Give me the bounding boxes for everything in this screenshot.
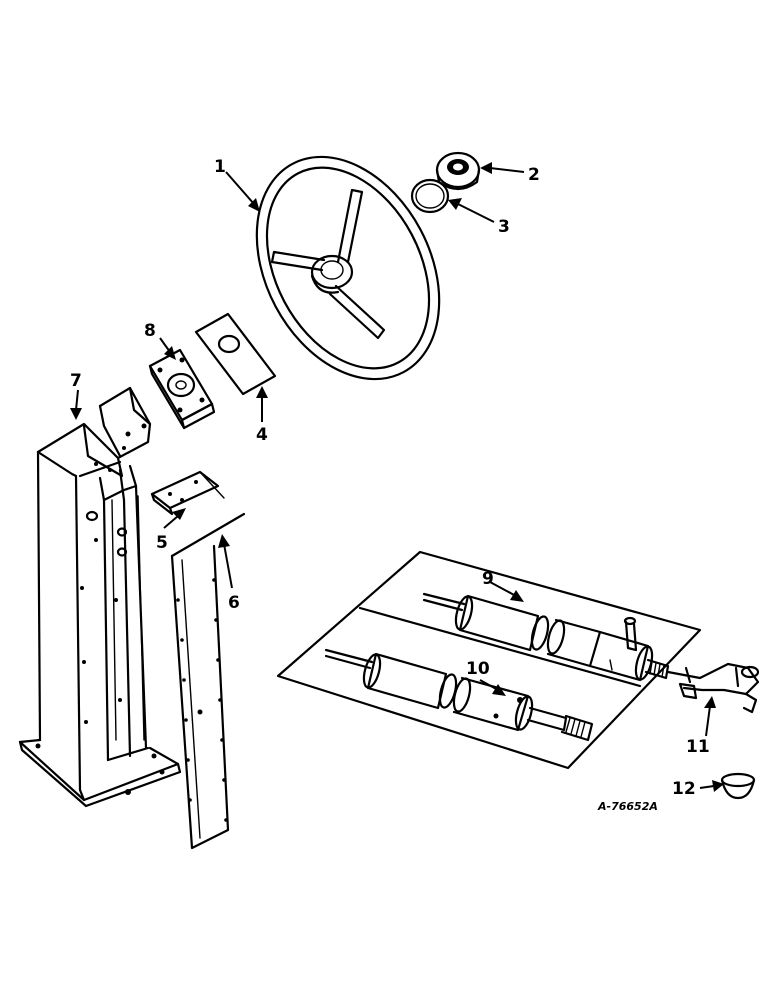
steering-cylinder-upper (422, 592, 670, 682)
callout-6: 6 (228, 593, 240, 613)
steering-column-support (18, 386, 182, 808)
callout-11: 11 (686, 737, 710, 757)
callout-2: 2 (528, 165, 540, 185)
dust-cap (720, 772, 756, 800)
callout-5: 5 (156, 533, 168, 553)
steering-wheel (255, 155, 441, 381)
leader-arrows (70, 162, 724, 792)
callout-3: 3 (498, 217, 510, 237)
steering-cylinder-lower (324, 648, 594, 742)
small-mounting-plate (150, 470, 225, 516)
callout-8: 8 (144, 321, 156, 341)
bearing-mounting-plate (148, 348, 216, 430)
horn-button-cap (435, 151, 481, 191)
retaining-ring (410, 178, 450, 214)
cylinder-panel (276, 550, 702, 770)
callout-12: 12 (672, 779, 696, 799)
drawing-reference-code: A-76652A (597, 800, 658, 813)
callout-4: 4 (256, 425, 268, 445)
callout-labels: 1 2 3 4 5 6 7 8 9 10 11 12 (70, 157, 710, 799)
callout-1: 1 (214, 157, 226, 177)
column-cover-plate (194, 312, 277, 396)
side-panel-strip (170, 512, 246, 850)
callout-10: 10 (466, 659, 490, 679)
callout-9: 9 (482, 569, 494, 589)
callout-7: 7 (70, 371, 82, 391)
tie-rod-end (666, 662, 760, 714)
